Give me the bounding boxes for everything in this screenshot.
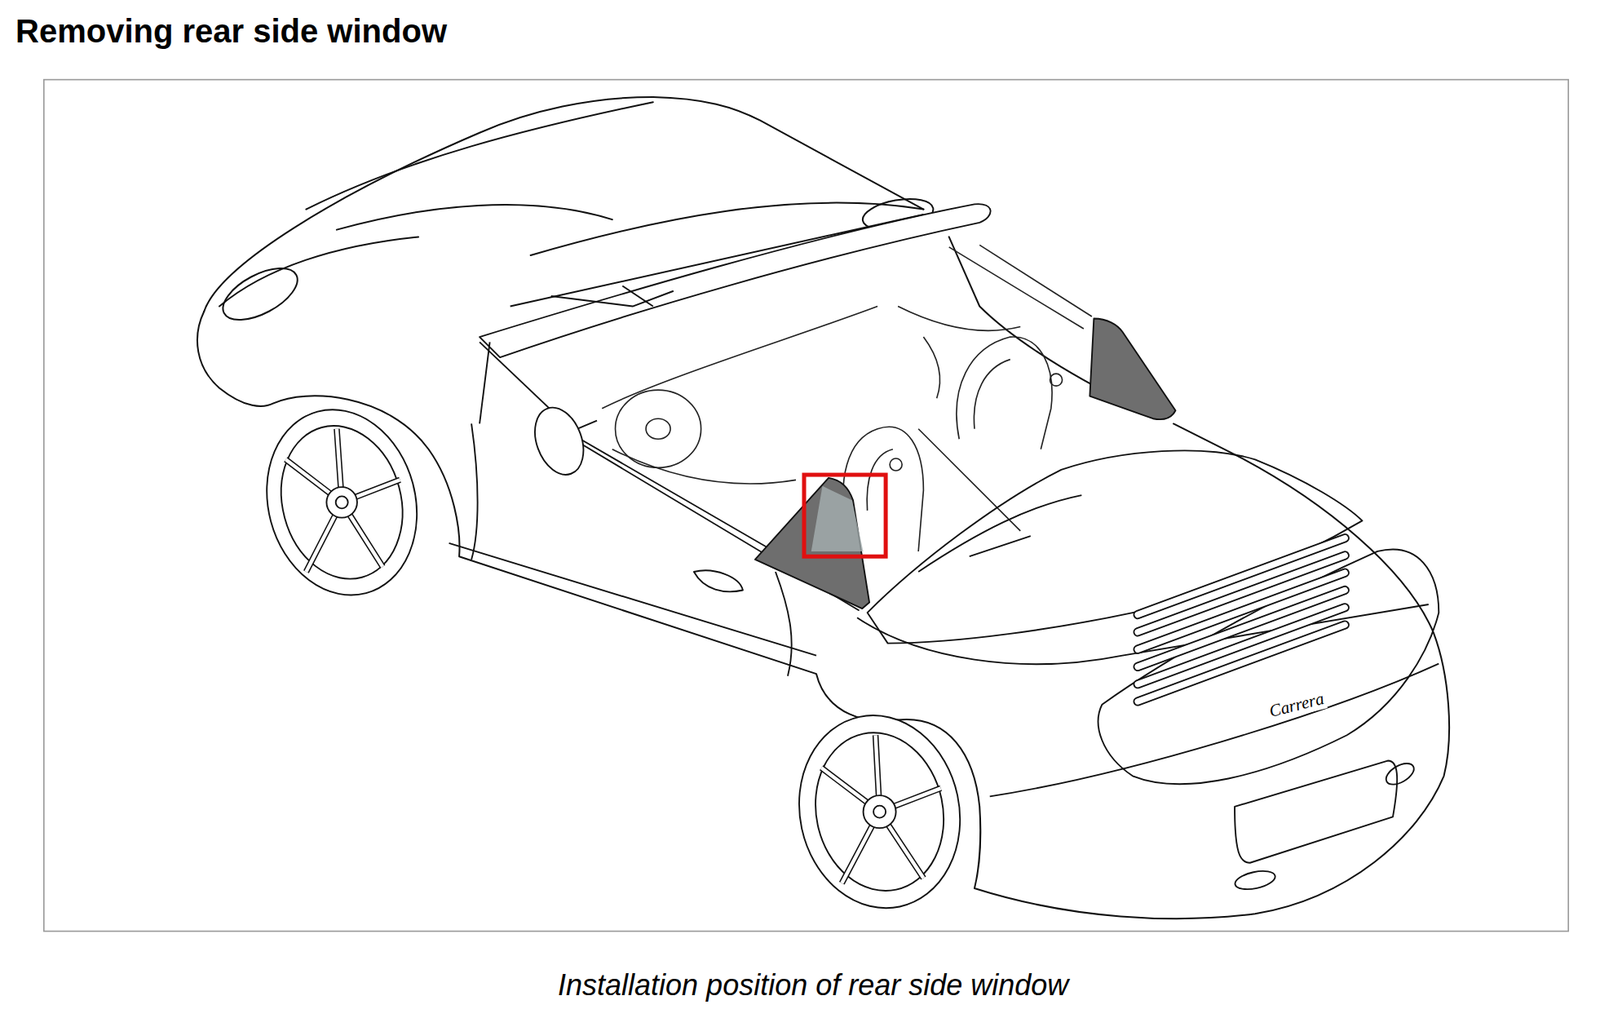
figure-title: Removing rear side window <box>15 13 447 50</box>
front-wheel-part <box>285 428 400 572</box>
highlight-box <box>804 474 886 557</box>
door-part <box>577 420 597 429</box>
windshield <box>479 203 991 439</box>
windshield-part <box>510 214 924 307</box>
interior-part <box>601 306 878 409</box>
model-script-holder: Carrera <box>1265 688 1328 723</box>
figure-caption-holder: Installation position of rear side windo… <box>557 967 1069 1003</box>
rear-side-window-part <box>811 486 864 552</box>
rear-deck-part <box>990 663 1440 797</box>
windshield-part <box>479 203 991 358</box>
interior-part <box>918 428 1021 531</box>
windshield-part <box>622 285 654 306</box>
front-wheel-part <box>326 486 358 518</box>
front-wheel-part <box>285 428 400 572</box>
rear-side-window <box>755 318 1176 609</box>
rear-deck-part <box>1233 867 1278 893</box>
rear-deck-part <box>918 495 1082 572</box>
engine-grille-part <box>1137 607 1345 685</box>
interior-part <box>923 336 940 398</box>
rear-wheel-part <box>821 734 941 884</box>
rear-deck-part <box>1382 759 1418 789</box>
model-script: Carrera <box>1265 688 1328 723</box>
car-body-part <box>197 311 1450 919</box>
car-body-part <box>203 97 924 312</box>
figure-caption: Installation position of rear side windo… <box>557 967 1069 1003</box>
windshield-part <box>479 341 491 424</box>
rear-wheel-part <box>821 734 941 884</box>
door-part <box>525 400 593 482</box>
door-part <box>775 571 792 677</box>
interior-part <box>897 306 1021 332</box>
rear-side-window-part <box>755 477 870 609</box>
front-wheel-part <box>246 392 438 612</box>
rear-deck-part <box>969 535 1031 557</box>
car-body-part <box>305 101 653 209</box>
interior-part <box>645 418 671 439</box>
windshield-part <box>551 291 674 307</box>
car-body-part <box>215 257 306 331</box>
figure-title-holder: Removing rear side window <box>15 13 447 50</box>
car-body-part <box>336 204 613 230</box>
interior-part <box>956 336 1052 450</box>
rear-wheel-part <box>873 805 886 818</box>
interior-part <box>615 389 702 468</box>
interior-part <box>949 247 1084 329</box>
engine-grille-part <box>1137 607 1345 685</box>
interior <box>601 244 1092 552</box>
interior-part <box>1050 373 1063 386</box>
door-part <box>693 570 743 592</box>
car-body <box>197 97 1450 919</box>
rear-wheel-part <box>781 700 977 924</box>
door-part <box>471 423 478 559</box>
rear-wheel-part <box>800 720 958 903</box>
engine-grille-part <box>1137 590 1345 668</box>
rear-wheel <box>781 700 977 924</box>
front-wheel-part <box>335 495 349 509</box>
rear-wheel-part <box>863 795 897 828</box>
front-wheel-part <box>264 411 419 593</box>
engine-grille <box>1137 538 1345 702</box>
interior-part <box>889 458 902 471</box>
rear-deck-part <box>1098 549 1440 785</box>
rear-side-window-part <box>1089 318 1176 420</box>
interior-part <box>973 359 1010 429</box>
rear-deck-part <box>1234 760 1397 863</box>
figure-frame <box>44 79 1569 932</box>
engine-grille-part <box>1137 590 1345 668</box>
front-wheel <box>246 392 438 612</box>
interior-part <box>979 244 1092 317</box>
car-body-part <box>219 236 419 306</box>
interior-part <box>866 449 893 511</box>
